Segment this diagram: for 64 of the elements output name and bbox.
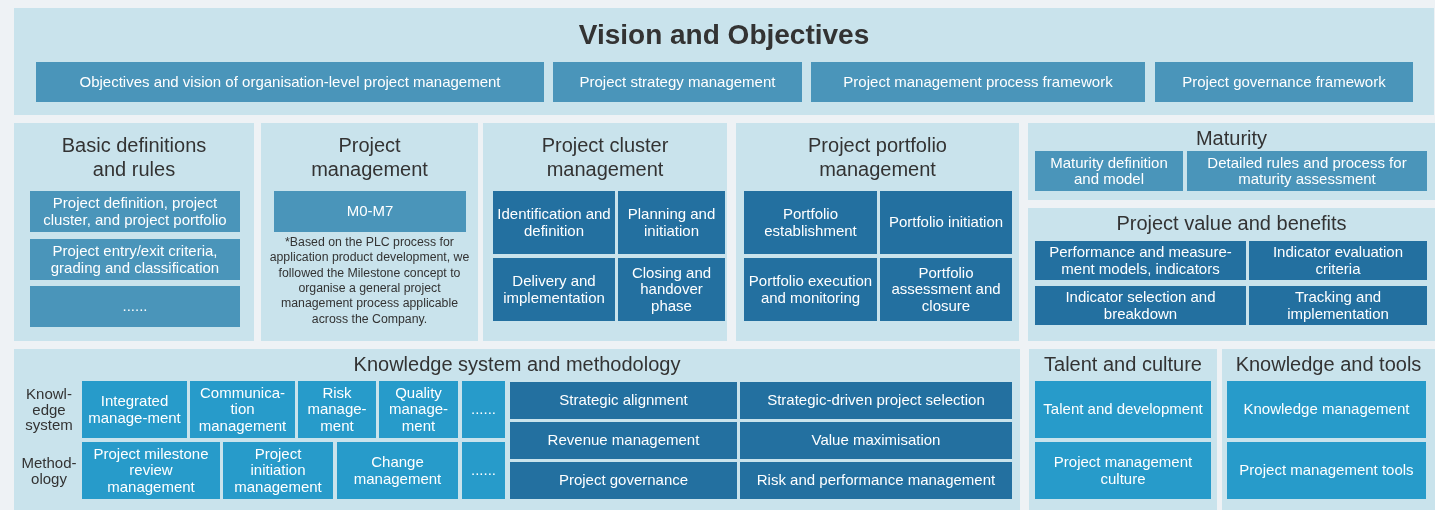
topic-tile: ...... bbox=[462, 381, 505, 438]
topic-tile: Objectives and vision of organisation-level project management bbox=[36, 62, 544, 102]
topic-tile: Portfolio assessment and closure bbox=[880, 258, 1012, 321]
topic-tile: Portfolio execution and monitoring bbox=[744, 258, 877, 321]
topic-tile: Project entry/exit criteria, grading and classification bbox=[30, 239, 240, 280]
section-panel bbox=[1222, 349, 1435, 510]
topic-tile: Delivery and implementation bbox=[493, 258, 615, 321]
topic-tile: Planning and initiation bbox=[618, 191, 725, 254]
topic-tile: Project management tools bbox=[1227, 442, 1426, 499]
section-panel bbox=[261, 123, 478, 341]
topic-tile: Project milestone review management bbox=[82, 442, 220, 499]
section-heading: Project cluster management bbox=[540, 133, 670, 181]
topic-tile: Quality manage-ment bbox=[379, 381, 458, 438]
topic-tile: Value maximisation bbox=[740, 422, 1012, 459]
topic-tile: Change management bbox=[337, 442, 458, 499]
topic-tile: Identification and definition bbox=[493, 191, 615, 254]
section-heading: Basic definitions and rules bbox=[60, 133, 208, 181]
section-heading: Knowledge and tools bbox=[1234, 352, 1423, 376]
topic-tile: Project governance bbox=[510, 462, 737, 499]
topic-tile: Indicator selection and breakdown bbox=[1035, 286, 1246, 325]
section-heading: Talent and culture bbox=[1043, 352, 1203, 376]
row-label: Knowl-edge system bbox=[24, 383, 74, 436]
topic-tile: Closing and handover phase bbox=[618, 258, 725, 321]
topic-tile: Performance and measure-ment models, indicators bbox=[1035, 241, 1246, 280]
section-heading: Project management bbox=[310, 133, 429, 181]
topic-tile: Portfolio initiation bbox=[880, 191, 1012, 254]
section-panel bbox=[736, 123, 1019, 341]
topic-tile: Risk manage-ment bbox=[298, 381, 376, 438]
topic-tile: Project definition, project cluster, and project portfolio bbox=[30, 191, 240, 232]
section-heading: Maturity bbox=[1194, 126, 1269, 150]
topic-tile: ...... bbox=[462, 442, 505, 499]
topic-tile: ...... bbox=[30, 286, 240, 327]
topic-tile: Project initiation management bbox=[223, 442, 333, 499]
topic-tile: Indicator evaluation criteria bbox=[1249, 241, 1427, 280]
topic-tile: Maturity definition and model bbox=[1035, 151, 1183, 191]
section-panel bbox=[1028, 123, 1435, 200]
footnote-text: *Based on the PLC process for application product development, we followed the Milestone concept to organise a general project management process applicable across the Company. bbox=[268, 235, 471, 328]
section-panel bbox=[1029, 349, 1217, 510]
topic-tile: Revenue management bbox=[510, 422, 737, 459]
section-panel bbox=[14, 123, 254, 341]
row-label: Method-ology bbox=[20, 452, 78, 489]
topic-tile: Project governance framework bbox=[1155, 62, 1413, 102]
topic-tile: Knowledge management bbox=[1227, 381, 1426, 438]
section-panel bbox=[14, 8, 1434, 115]
section-panel bbox=[1028, 208, 1435, 341]
topic-tile: Talent and development bbox=[1035, 381, 1211, 438]
topic-tile: M0-M7 bbox=[274, 191, 466, 232]
topic-tile: Strategic-driven project selection bbox=[740, 382, 1012, 419]
topic-tile: Detailed rules and process for maturity assessment bbox=[1187, 151, 1427, 191]
topic-tile: Communica-tion management bbox=[190, 381, 295, 438]
topic-tile: Tracking and implementation bbox=[1249, 286, 1427, 325]
topic-tile: Integrated manage-ment bbox=[82, 381, 187, 438]
topic-tile: Project management culture bbox=[1035, 442, 1211, 499]
section-heading: Project value and benefits bbox=[1115, 211, 1348, 235]
section-heading: Knowledge system and methodology bbox=[352, 352, 682, 376]
topic-tile: Project strategy management bbox=[553, 62, 802, 102]
section-heading: Vision and Objectives bbox=[577, 18, 871, 52]
topic-tile: Risk and performance management bbox=[740, 462, 1012, 499]
topic-tile: Project management process framework bbox=[811, 62, 1145, 102]
section-heading: Project portfolio management bbox=[807, 133, 948, 181]
topic-tile: Strategic alignment bbox=[510, 382, 737, 419]
topic-tile: Portfolio establishment bbox=[744, 191, 877, 254]
section-panel bbox=[483, 123, 727, 341]
section-panel bbox=[14, 349, 1020, 510]
